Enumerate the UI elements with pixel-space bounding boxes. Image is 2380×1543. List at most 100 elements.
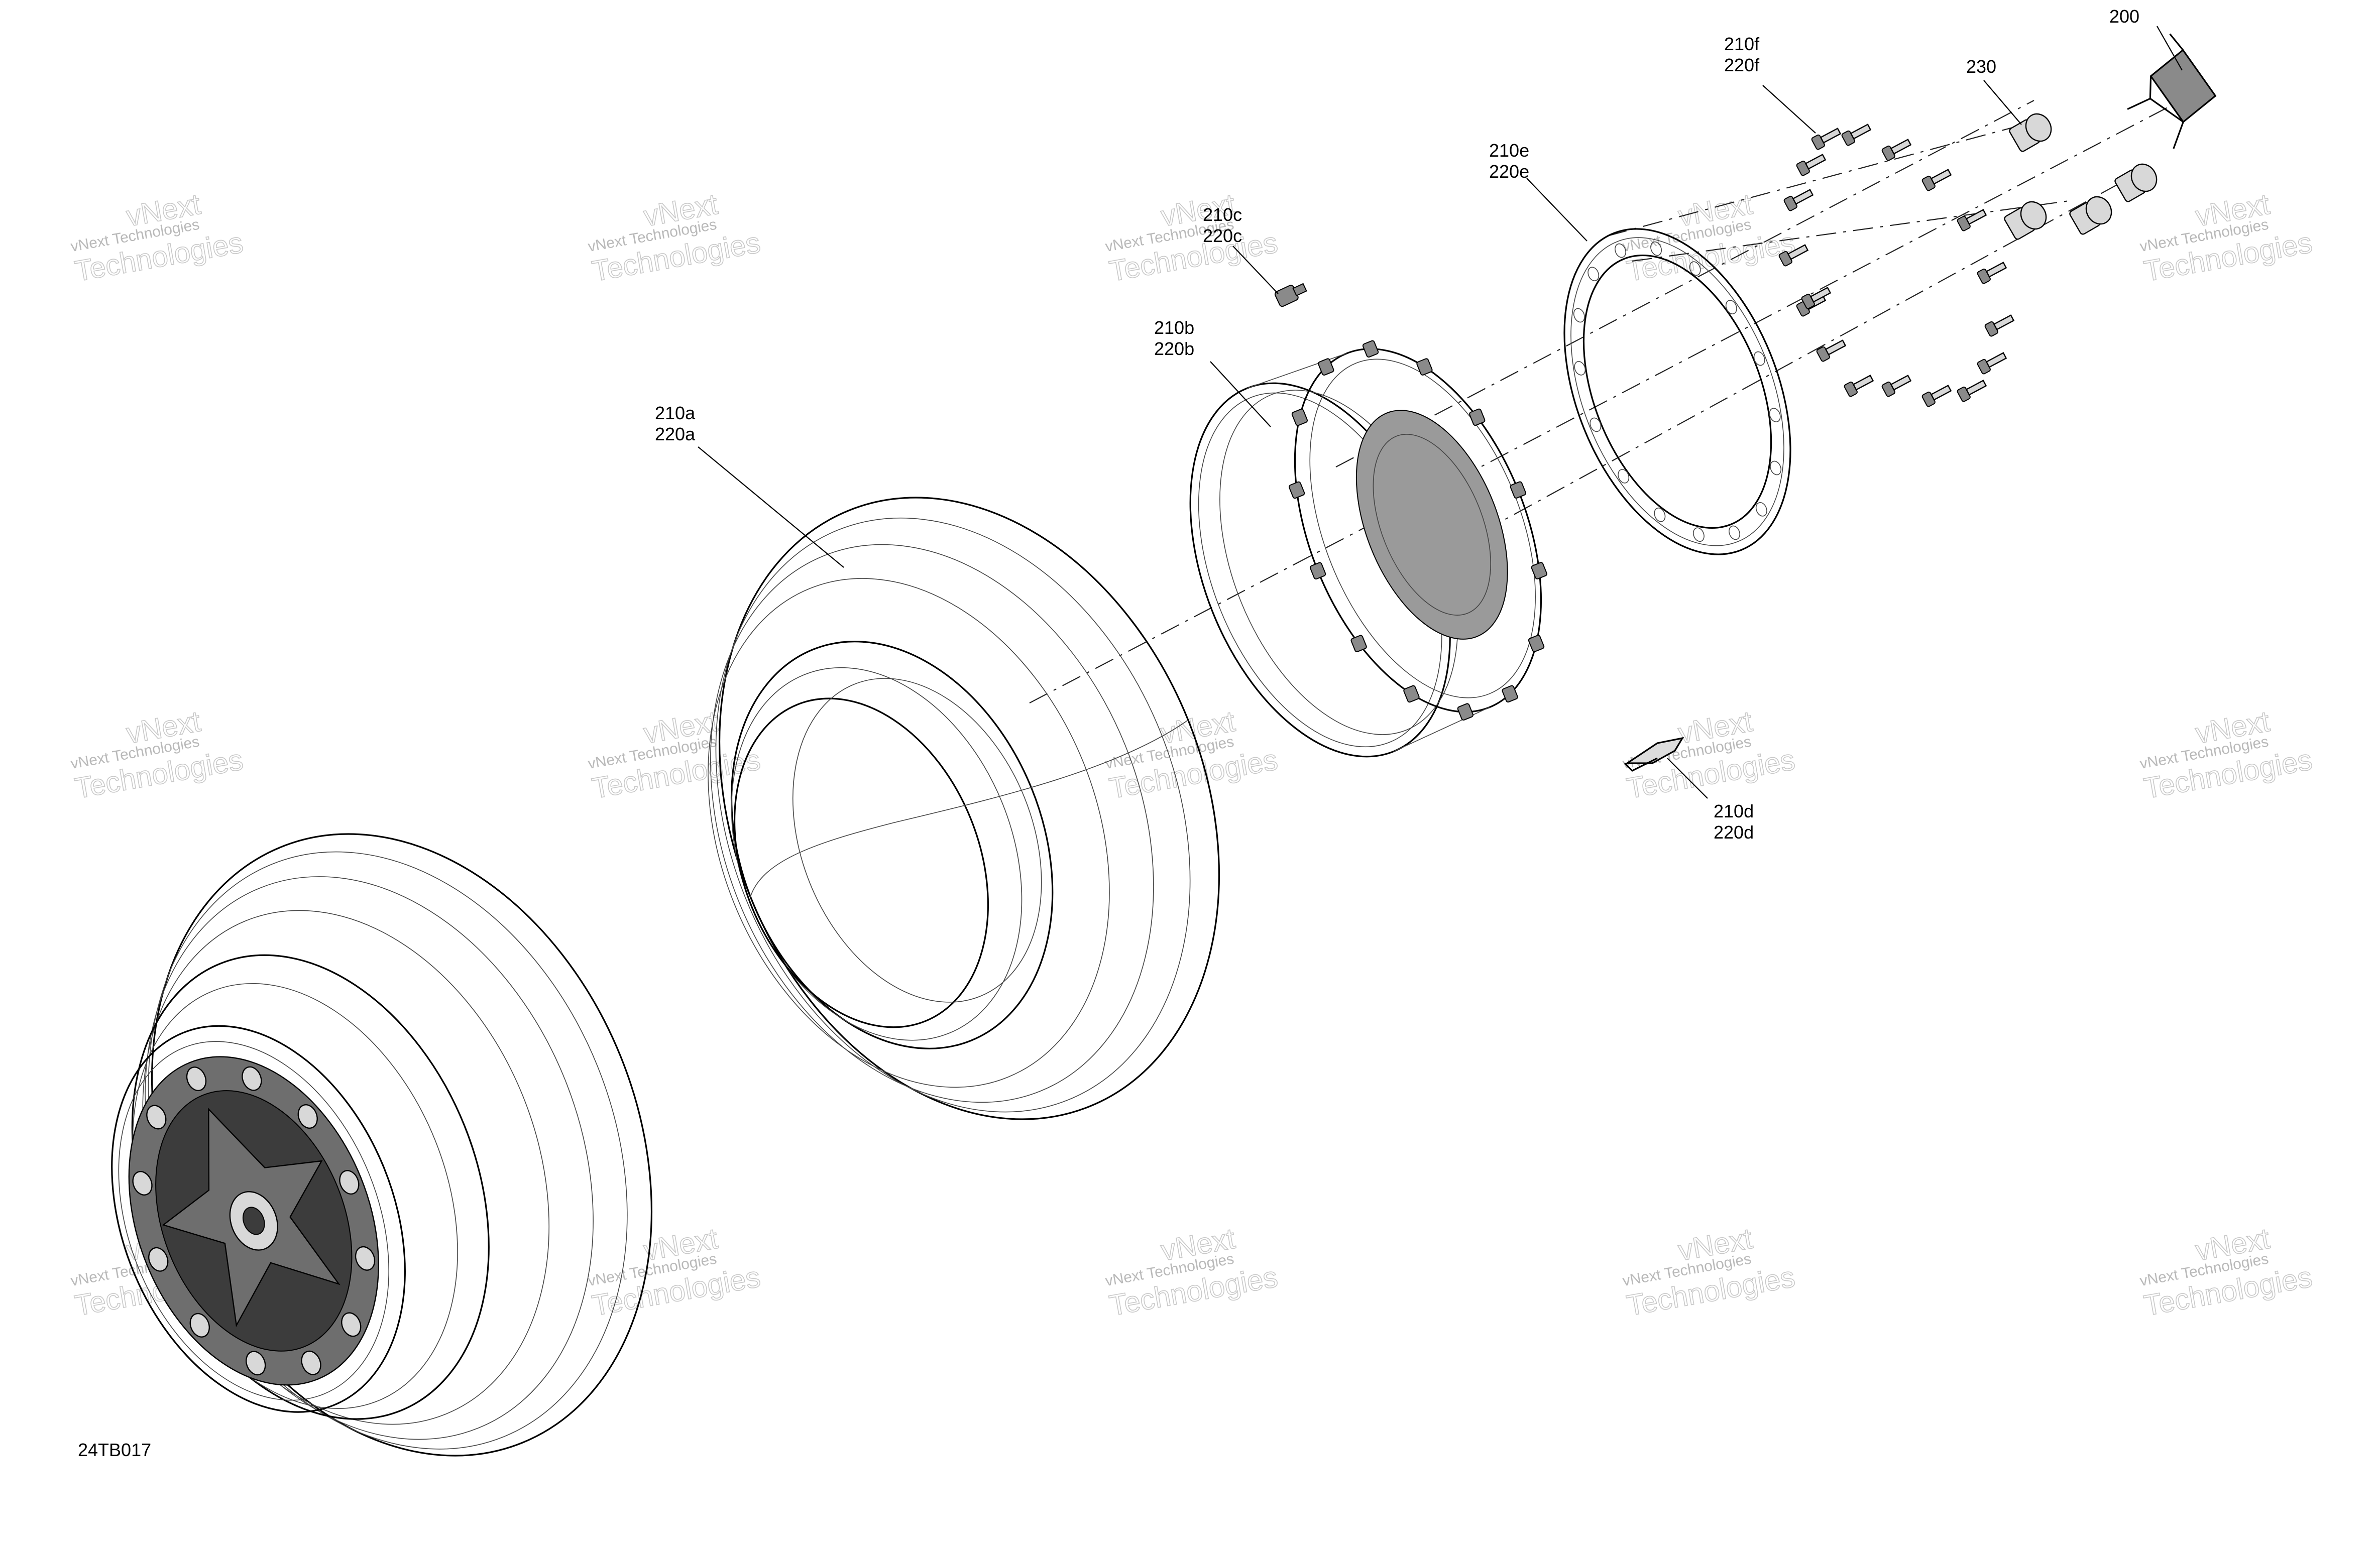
screw-shank	[1930, 169, 1952, 185]
ring-hole	[1588, 267, 1600, 281]
screw-shank	[1965, 209, 1987, 225]
rim-tooth	[1309, 562, 1326, 580]
beadlock-screw	[1778, 244, 1809, 267]
ring-hole	[1769, 408, 1781, 422]
beadlock-screw	[1783, 189, 1814, 211]
ring-hole	[1725, 300, 1737, 314]
callout-210e: 210e	[1489, 140, 1529, 161]
screw-shank	[1985, 262, 2007, 278]
screw-shank	[1930, 385, 1952, 401]
assembled-wheel	[111, 833, 652, 1457]
rim-tooth	[1531, 562, 1547, 579]
ring-hole	[1573, 308, 1585, 323]
ring-hole	[1574, 361, 1586, 376]
hub-bolt	[132, 1171, 153, 1196]
screw-shank	[1890, 375, 1912, 391]
rim-tooth	[1416, 358, 1433, 376]
screw-shank	[1985, 352, 2007, 368]
rim-tooth	[1457, 703, 1474, 721]
assembly-axis-lines	[1029, 85, 2210, 703]
rim-tooth	[1510, 481, 1526, 499]
screw-shank	[1820, 128, 1842, 144]
rim-tooth	[1502, 685, 1518, 703]
screw-shank	[1890, 139, 1912, 155]
beadlock-screw	[1801, 287, 1832, 309]
rim-tooth	[1291, 408, 1308, 426]
hub-bolt	[189, 1313, 210, 1338]
hub-bolt	[146, 1105, 167, 1130]
screw-shank	[1965, 380, 1987, 396]
rim-tooth	[1403, 685, 1420, 703]
rim-tooth	[1362, 340, 1379, 358]
screw-shank	[1787, 244, 1809, 260]
ring-hole	[1689, 261, 1701, 276]
callout-200: 200	[2109, 6, 2139, 27]
callout-210f: 210f	[1724, 34, 1760, 54]
beadlock-screw	[1881, 375, 1912, 397]
wheel-nuts-230	[2004, 113, 2158, 240]
callout-230: 230	[1966, 56, 1996, 77]
hub-bolt	[301, 1350, 321, 1375]
beadlock-screw	[1921, 385, 1952, 407]
callout-210b: 210b	[1154, 317, 1194, 338]
callout-220f: 220f	[1724, 55, 1760, 75]
valve-clip-210d	[1624, 737, 1684, 772]
hub-bolt	[242, 1066, 262, 1091]
hub-bolt	[186, 1066, 207, 1092]
ring-hole	[1618, 469, 1630, 484]
rim-tooth	[1288, 481, 1305, 499]
rim-tooth	[1528, 635, 1545, 652]
hub-bolt	[246, 1351, 266, 1376]
callout-leaders	[698, 26, 2183, 799]
ring-hole	[1615, 243, 1626, 258]
beadlock-screw	[1881, 139, 1912, 161]
beadlock-screw	[1816, 339, 1847, 362]
screw-shank	[1825, 339, 1847, 355]
ring-hole	[1654, 507, 1666, 522]
hub-bolt	[297, 1104, 318, 1129]
beadlock-screw	[1844, 375, 1874, 397]
tire-210a	[708, 497, 1220, 1120]
rim-210b	[1189, 340, 1547, 758]
rim-tooth	[1469, 408, 1486, 426]
callout-210d: 210d	[1714, 801, 1754, 821]
ring-hole	[1590, 417, 1602, 432]
hub-bolt	[339, 1170, 360, 1195]
callout-220a: 220a	[655, 424, 696, 444]
ring-hole	[1729, 525, 1740, 540]
beadlock-screw	[1796, 154, 1827, 176]
beadlock-screw	[1957, 209, 1987, 231]
screw-shank	[1993, 314, 2015, 330]
ring-hole	[1770, 460, 1782, 476]
hub-bolt	[355, 1246, 376, 1271]
screw-shank	[1804, 154, 1827, 170]
wheel-hub	[128, 1056, 379, 1386]
beadlock-screw	[1811, 128, 1842, 150]
rim-bead-lock-teeth	[1288, 340, 1547, 721]
screw-shank	[1792, 189, 1814, 205]
hub-cap-200	[2127, 33, 2217, 149]
hub-bolt	[341, 1312, 362, 1337]
beadlock-screw	[1984, 314, 2015, 337]
rim-tooth	[1350, 635, 1367, 652]
callout-220d: 220d	[1714, 822, 1754, 843]
screw-shank	[1850, 124, 1872, 140]
callout-220e: 220e	[1489, 161, 1529, 182]
beadlock-screws-210f	[1778, 124, 2015, 407]
bolt-210c	[1274, 283, 1307, 307]
screw-shank	[1809, 287, 1832, 303]
ring-hole	[1755, 502, 1767, 517]
drawing-code: 24TB017	[78, 1440, 151, 1460]
callout-220b: 220b	[1154, 338, 1194, 359]
beadlock-screw	[1921, 169, 1952, 191]
